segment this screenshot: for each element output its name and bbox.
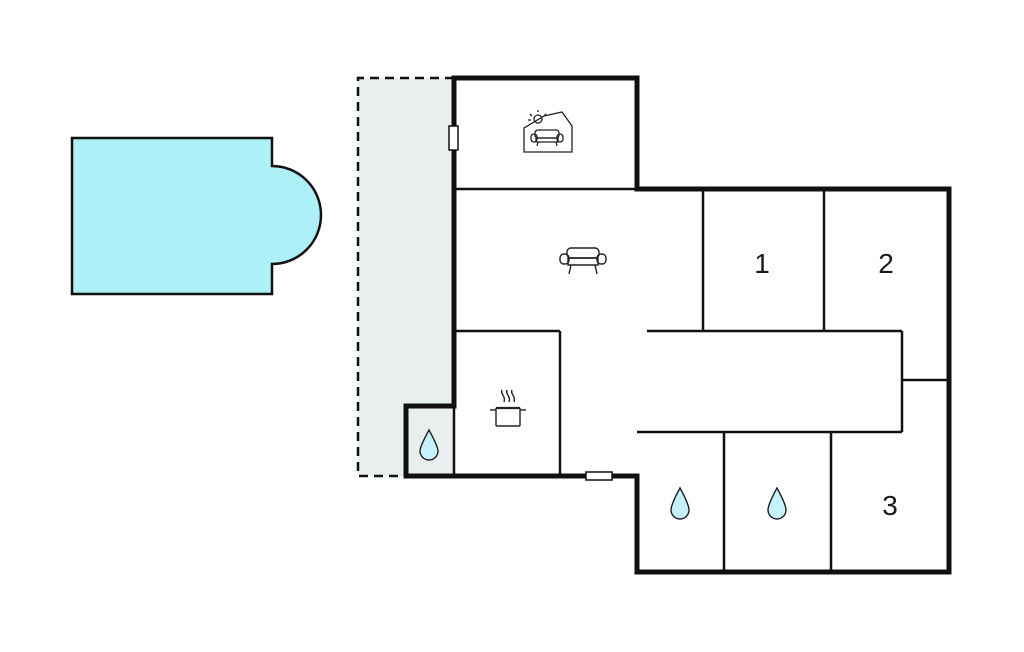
outer-wall xyxy=(403,75,952,575)
interior-walls xyxy=(452,187,949,572)
sofa-icon xyxy=(559,247,607,275)
water-drop-icon xyxy=(767,486,787,520)
bedroom-3-label: 3 xyxy=(882,490,898,521)
sunroom-sofa-icon xyxy=(523,110,573,153)
water-drop-icon xyxy=(419,428,439,461)
window-marker xyxy=(448,125,459,151)
door-marker xyxy=(585,471,613,481)
cooking-pot-icon xyxy=(490,389,526,427)
terrace-dashed-outline xyxy=(356,76,454,478)
water-drop-icon xyxy=(670,486,690,520)
pool xyxy=(70,136,323,296)
bedroom-2-label: 2 xyxy=(878,248,894,279)
bedroom-1-label: 1 xyxy=(754,248,770,279)
